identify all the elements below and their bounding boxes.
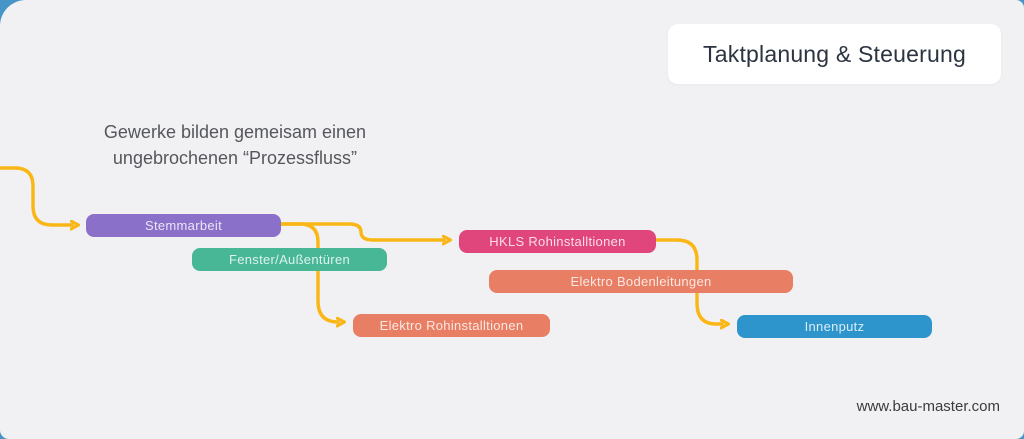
title-card: Taktplanung & Steuerung: [668, 24, 1001, 84]
edge-stemmarbeit-to-elektro-rohinstalltionen: [279, 222, 338, 322]
page-title: Taktplanung & Steuerung: [703, 40, 966, 67]
node-elektro-bodenleitungen: Elektro Bodenleitungen: [489, 270, 793, 293]
node-hkls-rohinstalltionen: HKLS Rohinstalltionen: [459, 230, 656, 253]
node-fenster-aussentueren: Fenster/Außentüren: [192, 248, 387, 271]
node-stemmarbeit: Stemmarbeit: [86, 214, 281, 237]
node-label: HKLS Rohinstalltionen: [489, 234, 626, 249]
subtitle: Gewerke bilden gemeisam einen ungebroche…: [60, 119, 410, 171]
node-label: Elektro Rohinstalltionen: [379, 318, 524, 333]
node-label: Innenputz: [804, 319, 865, 334]
node-label: Elektro Bodenleitungen: [570, 274, 712, 289]
subtitle-line2: ungebrochenen “Prozessfluss”: [112, 148, 358, 168]
node-innenputz: Innenputz: [737, 315, 932, 338]
subtitle-line1: Gewerke bilden gemeisam einen: [103, 122, 367, 142]
edge-stemmarbeit-to-hkls: [279, 222, 444, 240]
website-url: www.bau-master.com: [856, 398, 1000, 415]
node-elektro-rohinstalltionen: Elektro Rohinstalltionen: [353, 314, 550, 337]
edge-start-to-stemmarbeit: [0, 166, 72, 225]
node-label: Fenster/Außentüren: [228, 252, 351, 267]
node-label: Stemmarbeit: [145, 218, 222, 233]
